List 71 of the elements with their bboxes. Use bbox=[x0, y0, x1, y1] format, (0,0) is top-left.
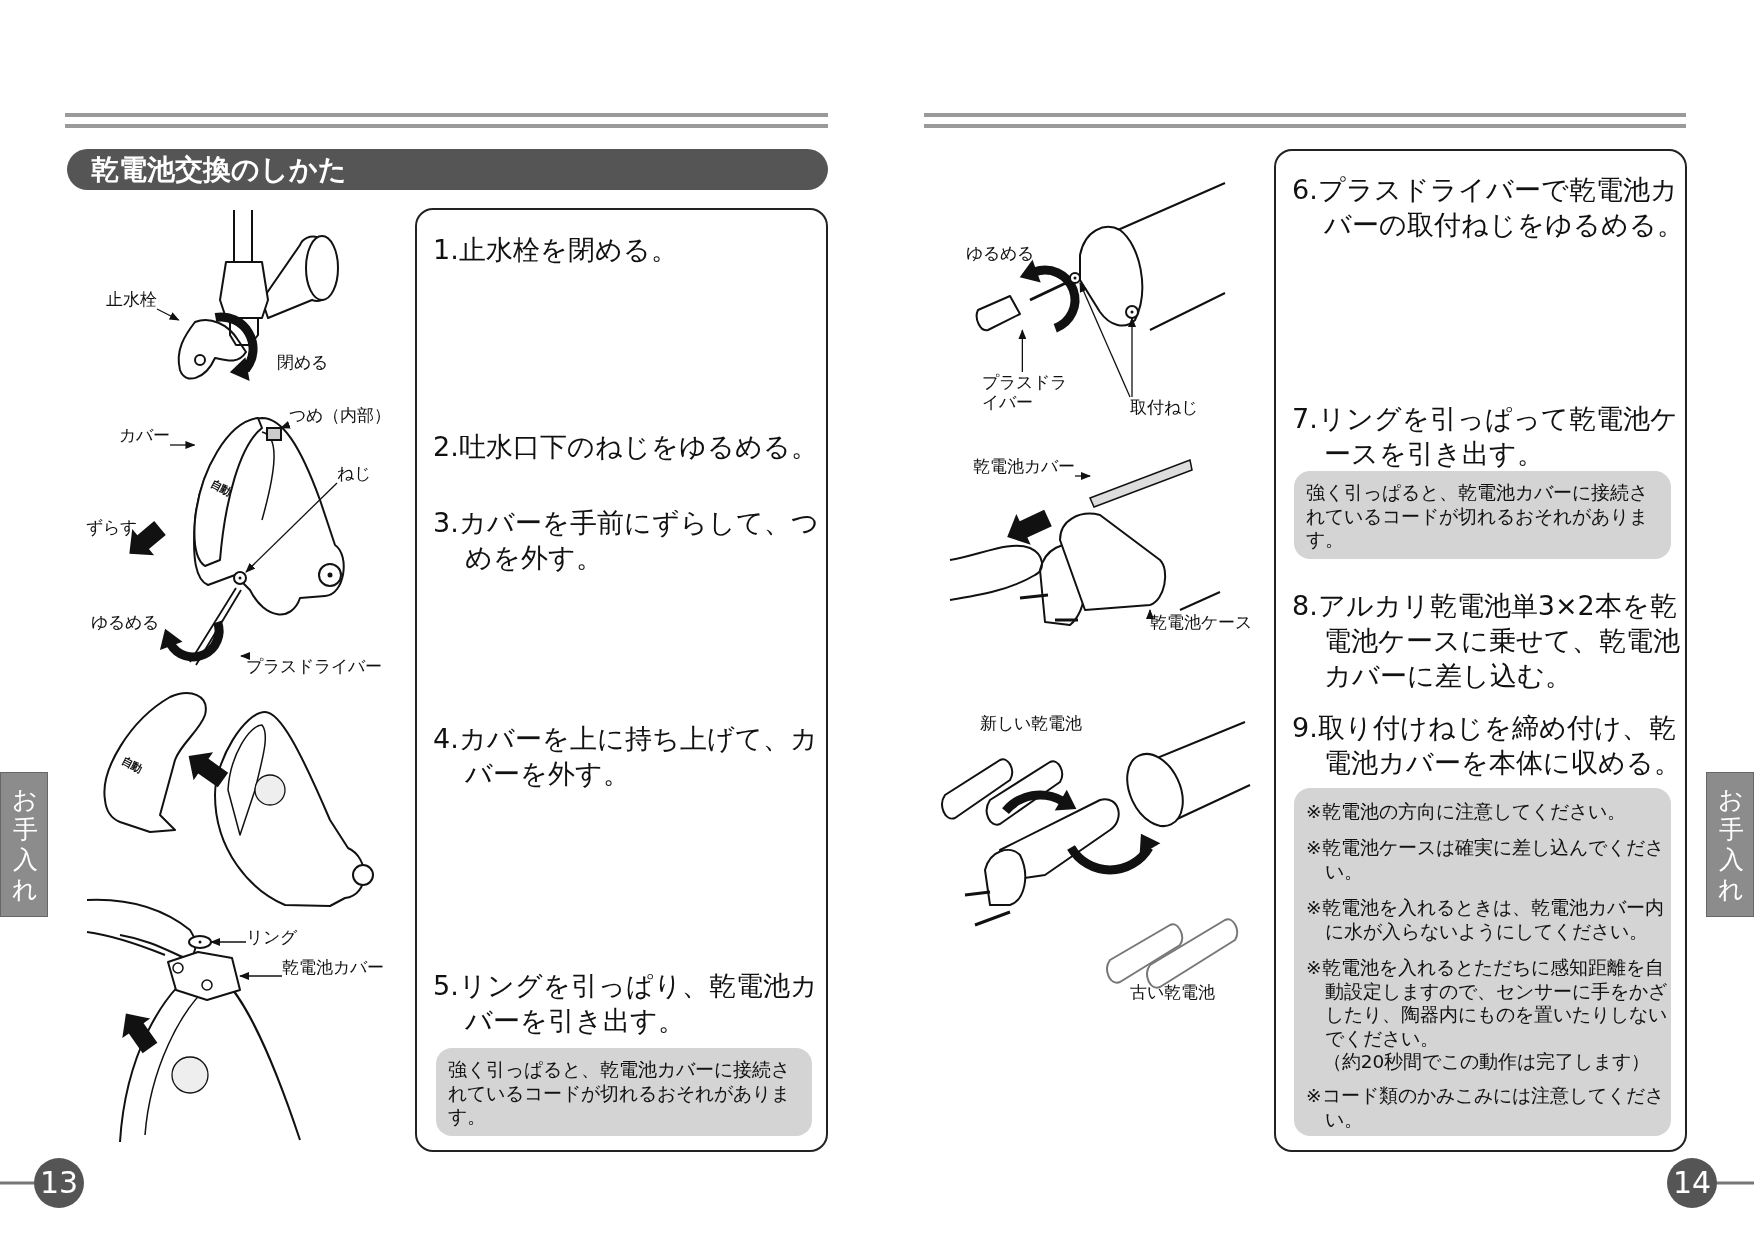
step-text: 7.リングを引っぱって乾電池ケースを引き出す。 bbox=[1292, 402, 1679, 471]
step-text: 2.吐水口下のねじをゆるめる。 bbox=[433, 430, 819, 464]
screw bbox=[233, 571, 247, 585]
step-text: 5.リングを引っぱり、乾電池カバーを引き出す。 bbox=[433, 969, 819, 1038]
instruction-panel bbox=[415, 208, 828, 1152]
page-number: 13 bbox=[34, 1158, 84, 1208]
step-text: 8.アルカリ乾電池単3×2本を乾電池ケースに乗せて、乾電池カバーに差し込む。 bbox=[1292, 589, 1681, 693]
callout-label: プラスドライバー bbox=[246, 656, 382, 676]
direction-label: 閉める bbox=[277, 352, 328, 372]
direction-label: 新しい乾電池 bbox=[980, 713, 1082, 733]
leader-line bbox=[1074, 472, 1091, 480]
printed-mark: 自動 bbox=[119, 755, 145, 776]
step-text: 6.プラスドライバーで乾電池カバーの取付ねじをゆるめる。 bbox=[1292, 173, 1685, 242]
leader-line bbox=[239, 972, 283, 980]
note-text: 強く引っぱると、乾電池カバーに接続されているコードが切れるおそれがあります。 bbox=[448, 1058, 791, 1129]
note-text: ※乾電池ケースは確実に差し込んでください。 bbox=[1306, 836, 1665, 883]
step-text: 1.止水栓を閉める。 bbox=[433, 233, 679, 267]
callout-label: つめ（内部） bbox=[289, 405, 391, 425]
side-tab bbox=[1706, 772, 1754, 917]
side-tab bbox=[0, 772, 48, 917]
callout-label: プラスドライバー bbox=[982, 372, 1072, 412]
leader-line bbox=[1146, 609, 1154, 619]
mounting-screw bbox=[1125, 305, 1139, 319]
leader-line bbox=[1018, 329, 1027, 373]
leader-line bbox=[1128, 317, 1136, 398]
direction-label: 古い乾電池 bbox=[1130, 982, 1215, 1002]
direction-label: ゆるめる bbox=[966, 243, 1034, 263]
tab-label: お手入れ bbox=[1718, 785, 1744, 905]
callout-label: 取付ねじ bbox=[1130, 397, 1198, 417]
leader-line bbox=[245, 482, 338, 573]
direction-label: ずらす bbox=[86, 517, 137, 537]
callout-label: ねじ bbox=[337, 463, 371, 483]
leader-line bbox=[280, 421, 291, 429]
note-text: 強く引っぱると、乾電池カバーに接続されているコードが切れるおそれがあります。 bbox=[1306, 481, 1649, 552]
note-box bbox=[1294, 788, 1671, 1136]
title-banner: 乾電池交換のしかた bbox=[67, 149, 828, 190]
note-text: ※乾電池の方向に注意してください。 bbox=[1306, 800, 1627, 824]
battery-cover bbox=[1089, 459, 1193, 508]
callout-label: 乾電池ケース bbox=[1150, 612, 1252, 632]
screwdriver bbox=[975, 280, 1069, 332]
callout-label: 止水栓 bbox=[106, 289, 157, 309]
callout-label: 乾電池カバー bbox=[973, 456, 1075, 476]
battery-cover bbox=[167, 951, 241, 1001]
cover-claw bbox=[266, 427, 282, 441]
callout-label: カバー bbox=[119, 425, 170, 445]
note-text: ※乾電池を入れるときは、乾電池カバー内に水が入らないようにしてください。 bbox=[1306, 896, 1665, 943]
step-text: 3.カバーを手前にずらして、つめを外す。 bbox=[433, 506, 820, 575]
printed-mark: 自動 bbox=[208, 478, 234, 499]
direction-label: ゆるめる bbox=[91, 612, 159, 632]
leader-line bbox=[240, 652, 250, 660]
callout-label: 乾電池カバー bbox=[282, 957, 384, 977]
faucet-cover bbox=[193, 417, 263, 567]
page-number: 14 bbox=[1667, 1158, 1717, 1208]
note-box bbox=[436, 1048, 812, 1136]
ring bbox=[188, 935, 212, 949]
note-text: ※乾電池を入れるとただちに感知距離を自動設定しますので、センサーに手をかざしたり、陶器内にものを置いたりしないでください。 bbox=[1306, 956, 1668, 1050]
leader-line bbox=[1079, 282, 1131, 398]
callout-label: リング bbox=[246, 927, 297, 947]
leader-line bbox=[156, 308, 180, 321]
valve-handle bbox=[177, 319, 247, 380]
instruction-panel bbox=[1274, 149, 1687, 1152]
step-text: 4.カバーを上に持ち上げて、カバーを外す。 bbox=[433, 722, 819, 791]
mounting-screw bbox=[1069, 272, 1081, 284]
note-text: （約20秒間でこの動作は完了します） bbox=[1321, 1050, 1652, 1074]
screwdriver bbox=[189, 587, 242, 666]
leader-line bbox=[210, 938, 247, 946]
tab-label: お手入れ bbox=[12, 785, 38, 905]
note-text: ※コード類のかみこみには注意してください。 bbox=[1306, 1084, 1665, 1131]
note-box bbox=[1294, 471, 1671, 559]
step-text: 9.取り付けねじを締め付け、乾電池カバーを本体に収める。 bbox=[1292, 711, 1682, 780]
leader-line bbox=[169, 441, 196, 449]
